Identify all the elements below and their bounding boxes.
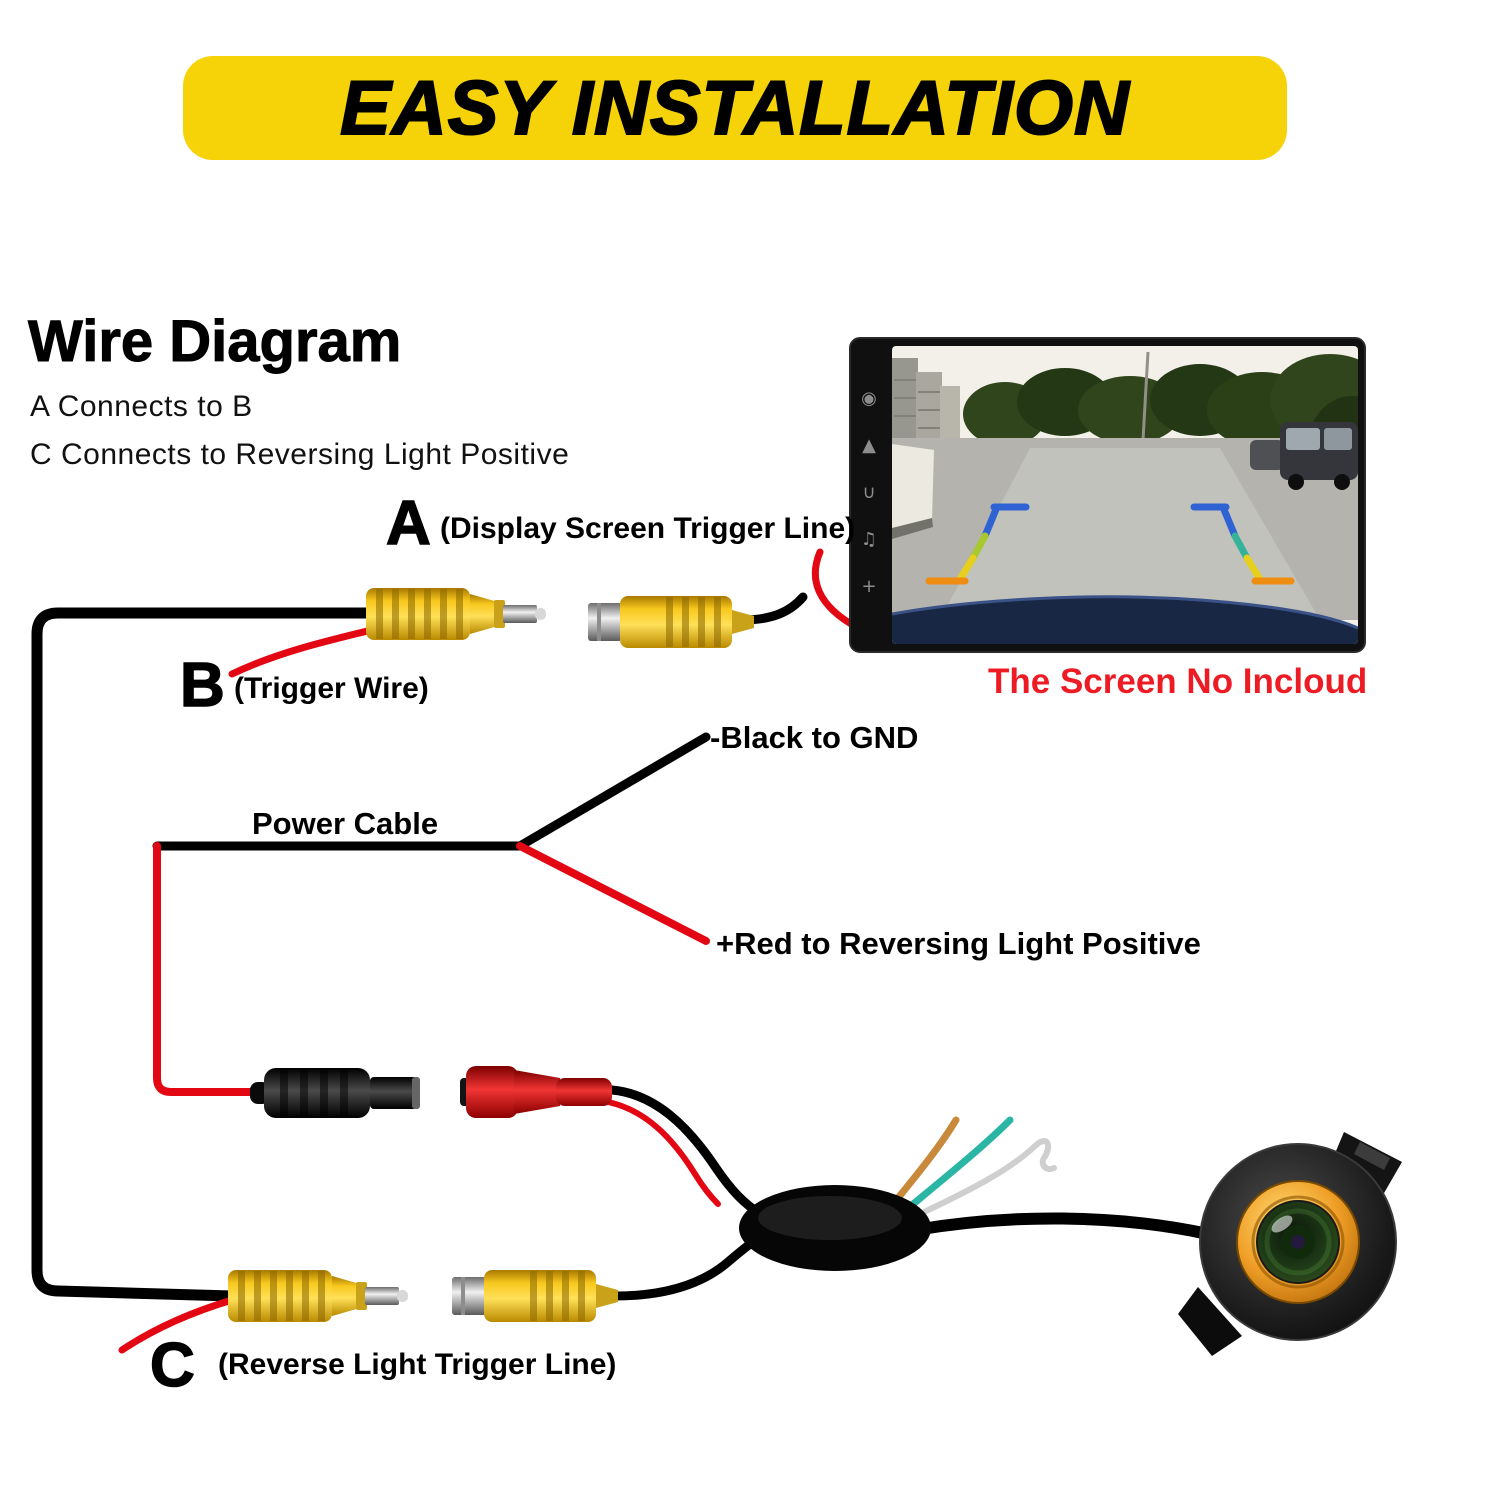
note-a-connects-b: A Connects to B xyxy=(30,390,253,423)
camera-lens-highlight xyxy=(1271,1215,1293,1233)
label-b-text: (Trigger Wire) xyxy=(234,672,429,705)
note-c-connects-reversing: C Connects to Reversing Light Positive xyxy=(30,438,570,471)
dc-jack-tail-red xyxy=(605,1099,721,1207)
label-black-to-gnd: -Black to GND xyxy=(710,720,919,755)
music-button-icon: ♫ xyxy=(861,529,877,550)
label-c-letter: C xyxy=(149,1330,195,1401)
label-power-cable: Power Cable xyxy=(252,806,439,841)
camera-mount-tab-top xyxy=(1328,1132,1402,1200)
camera-view-screen xyxy=(892,346,1358,644)
pigtail-white-wire xyxy=(921,1138,1057,1215)
label-c-text: (Reverse Light Trigger Line) xyxy=(218,1348,617,1381)
label-a-letter: A xyxy=(385,488,431,559)
dc-power-plug xyxy=(250,1068,420,1118)
rca-female-jack-a xyxy=(588,596,754,648)
lamp-post xyxy=(1141,351,1150,441)
power-cable-red-down xyxy=(153,842,258,1096)
dc-power-jack-red xyxy=(460,1066,612,1118)
power-cable-red-branch xyxy=(516,842,710,945)
pigtail-teal-wire xyxy=(908,1116,1014,1209)
head-unit: ◉ ▲ ∪ ♫ + xyxy=(849,337,1366,653)
rca-female-jack-c xyxy=(452,1270,618,1322)
usb-button-icon: ∪ xyxy=(862,482,875,503)
car-hood xyxy=(892,596,1358,644)
trigger-wire-black xyxy=(31,607,378,1302)
camera-mount-clip xyxy=(1354,1142,1390,1170)
camera-cable xyxy=(909,1212,1214,1240)
rca-male-plug-c xyxy=(228,1270,408,1322)
parking-guidelines xyxy=(925,503,1295,585)
label-b-letter: B xyxy=(179,650,225,721)
rca-female2-tail-wire xyxy=(610,1229,769,1301)
label-a-text: (Display Screen Trigger Line) xyxy=(440,512,856,545)
label-red-to-reversing: +Red to Reversing Light Positive xyxy=(716,926,1201,961)
wire-diagram-title: Wire Diagram xyxy=(27,309,402,375)
parked-van xyxy=(1250,422,1358,490)
up-arrow-button-icon: ▲ xyxy=(862,435,876,456)
banner-title: EASY INSTALLATION xyxy=(339,65,1130,152)
backup-camera xyxy=(1178,1132,1402,1356)
rca-male-plug-a xyxy=(366,588,546,640)
trigger-wire-red-b xyxy=(228,624,384,678)
easy-installation-banner: EASY INSTALLATION xyxy=(183,56,1287,160)
pigtail-tan-wire xyxy=(894,1116,960,1202)
screen-not-included-note: The Screen No Incloud xyxy=(988,662,1368,701)
junction-box-sheen xyxy=(758,1196,902,1240)
camera-mount-tab-bottom xyxy=(1178,1287,1242,1356)
dc-jack-tail-black xyxy=(607,1085,767,1220)
reverse-trigger-red-wire xyxy=(118,1296,236,1354)
plus-button-icon: + xyxy=(861,576,876,597)
camera-button-icon: ◉ xyxy=(861,388,877,409)
